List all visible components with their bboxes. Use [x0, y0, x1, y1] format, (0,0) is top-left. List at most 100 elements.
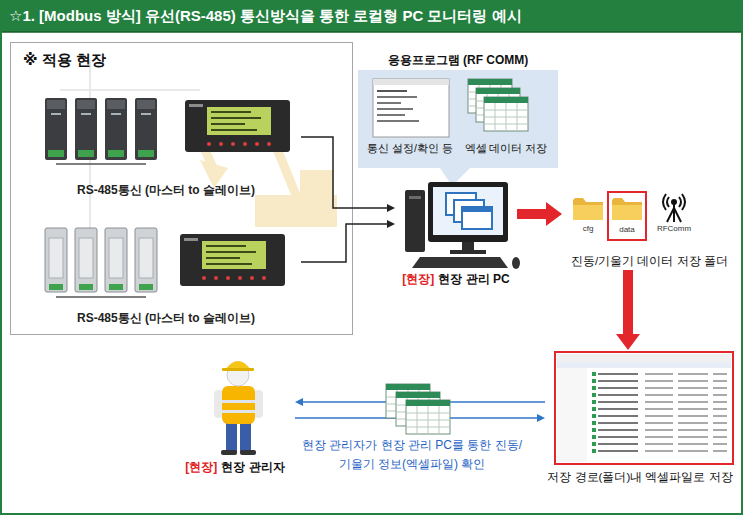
app-callout: 응용프로그램 (RF COMM)통신 설정/확인 등엑셀 데이터 저장: [358, 50, 558, 168]
worker-figure: [222, 410, 255, 413]
sensor-row: [56, 163, 146, 165]
excel-sheet-icon: [484, 97, 528, 131]
worker-figure: [254, 390, 263, 418]
excel-file-icons: [386, 384, 450, 434]
access-arrow: [295, 417, 537, 419]
pc-icon: [405, 190, 425, 252]
file-row: [592, 407, 727, 411]
folder-box: cfg: [570, 192, 606, 238]
explorer-box: 저장 경로(폴더)내 엑셀파일로 저장: [545, 350, 735, 492]
folder-icon: [612, 198, 642, 220]
access-arrow: [303, 401, 545, 403]
antenna-box: RFComm: [650, 192, 698, 238]
worker-figure: [222, 368, 254, 371]
app-callout-shape: [358, 70, 558, 186]
program-screenshot: [377, 114, 405, 116]
wire-arrow: [301, 224, 387, 262]
file-row: [592, 421, 727, 425]
sensor-device: [45, 98, 67, 160]
folder-icon: [573, 198, 603, 220]
node-text: 현장 관리자: [221, 460, 284, 475]
pc-icon: [462, 242, 474, 250]
program-screenshot: [377, 102, 401, 104]
master-display-unit: [180, 234, 285, 286]
edge-label: 현장 관리자가 현장 관리 PC를 통한 진동/기울기 정보(엑셀파일) 확인: [302, 436, 522, 473]
sensor-device: [105, 228, 127, 292]
page-title: ☆1. [Modbus 방식] 유선(RS-485) 통신방식을 통한 로컬형 …: [9, 0, 522, 32]
file-row: [592, 442, 727, 446]
program-screenshot: [373, 79, 449, 85]
file-row: [592, 372, 727, 376]
pc-icon: [428, 182, 508, 242]
node-text: RS-485통신 (마스터 to 슬레이브): [31, 311, 301, 326]
worker-figure: [214, 390, 223, 418]
file-row: [592, 435, 727, 439]
node-text: 엑셀 데이터 저장: [458, 142, 554, 155]
explorer-screenshot: [555, 352, 733, 464]
pc-icon: [405, 182, 520, 269]
excel-screenshot: [468, 79, 528, 131]
file-row: [592, 393, 727, 397]
site-panel: ※ 적용 현장 RS-485통신 (마스터 to 슬레이브) RS-485통신 (마…: [10, 42, 353, 335]
app-callout-shape: [358, 70, 558, 168]
file-row: [592, 379, 727, 383]
excavator-backdrop: [300, 170, 334, 198]
flow-arrow: [517, 209, 546, 219]
worker-figure: [240, 420, 251, 452]
node-text: 현장 관리 PC: [438, 272, 509, 287]
pc-box: [현장] 현장 관리 PC: [395, 178, 517, 290]
excel-sheet-icon: [396, 392, 440, 426]
node-text: [현장]: [402, 272, 434, 287]
excel-sheet-icon: [406, 400, 450, 434]
excel-sheet-icon: [386, 384, 430, 418]
sensor-device: [135, 98, 157, 160]
node-text: 응용프로그램 (RF COMM): [358, 53, 558, 68]
sensor-group: RS-485통신 (마스터 to 슬레이브): [31, 91, 301, 206]
antenna-icon: [679, 197, 681, 207]
sensor-row: [56, 296, 146, 298]
explorer-screenshot: [557, 354, 731, 362]
program-screenshot: [373, 79, 449, 137]
worker-figure: [214, 361, 263, 455]
text-row: [현장] 현장 관리자: [160, 460, 310, 475]
node-text: ※ 적용 현장: [23, 51, 243, 70]
master-display-unit: [185, 100, 290, 152]
excavator-backdrop: [255, 195, 337, 227]
worker-box: [현장] 현장 관리자: [175, 350, 295, 482]
worker-figure: [222, 400, 255, 403]
node-text: data: [607, 225, 647, 235]
antenna-icon: [682, 194, 685, 210]
wire-arrow: [301, 137, 387, 208]
sensor-device: [45, 228, 67, 292]
flow-arrow: [623, 270, 633, 334]
sensor-device: [75, 98, 97, 160]
file-row: [592, 400, 727, 404]
pc-icon: [462, 207, 492, 212]
header-band: [0, 31, 743, 33]
antenna-icon: [663, 194, 666, 210]
node-text: RFComm: [646, 224, 702, 234]
node-text: [현장]: [185, 460, 217, 475]
worker-figure: [240, 450, 256, 455]
sensor-device: [75, 228, 97, 292]
sensor-row: [45, 228, 285, 297]
program-screenshot: [377, 90, 407, 92]
folder-box: data: [607, 191, 647, 241]
excavator-backdrop: [60, 60, 337, 250]
program-screenshot: [377, 108, 413, 110]
file-row: [592, 386, 727, 390]
pc-icon: [412, 257, 508, 268]
sensor-row: [45, 98, 290, 164]
antenna-icon: [663, 194, 685, 222]
explorer-screenshot: [557, 362, 731, 368]
program-screenshot: [377, 120, 419, 122]
pc-icon: [409, 196, 421, 199]
screenshot-box: 엑셀 데이터 저장: [460, 76, 552, 162]
pc-icon: [462, 207, 492, 229]
antenna-icon: [672, 200, 676, 204]
program-screenshot: [373, 79, 449, 137]
antenna-icon: [667, 197, 669, 207]
folder-group: 진동/기울기 데이터 저장 폴더cfgdataRFComm: [562, 190, 737, 270]
node-text: 진동/기울기 데이터 저장 폴더: [557, 254, 742, 268]
